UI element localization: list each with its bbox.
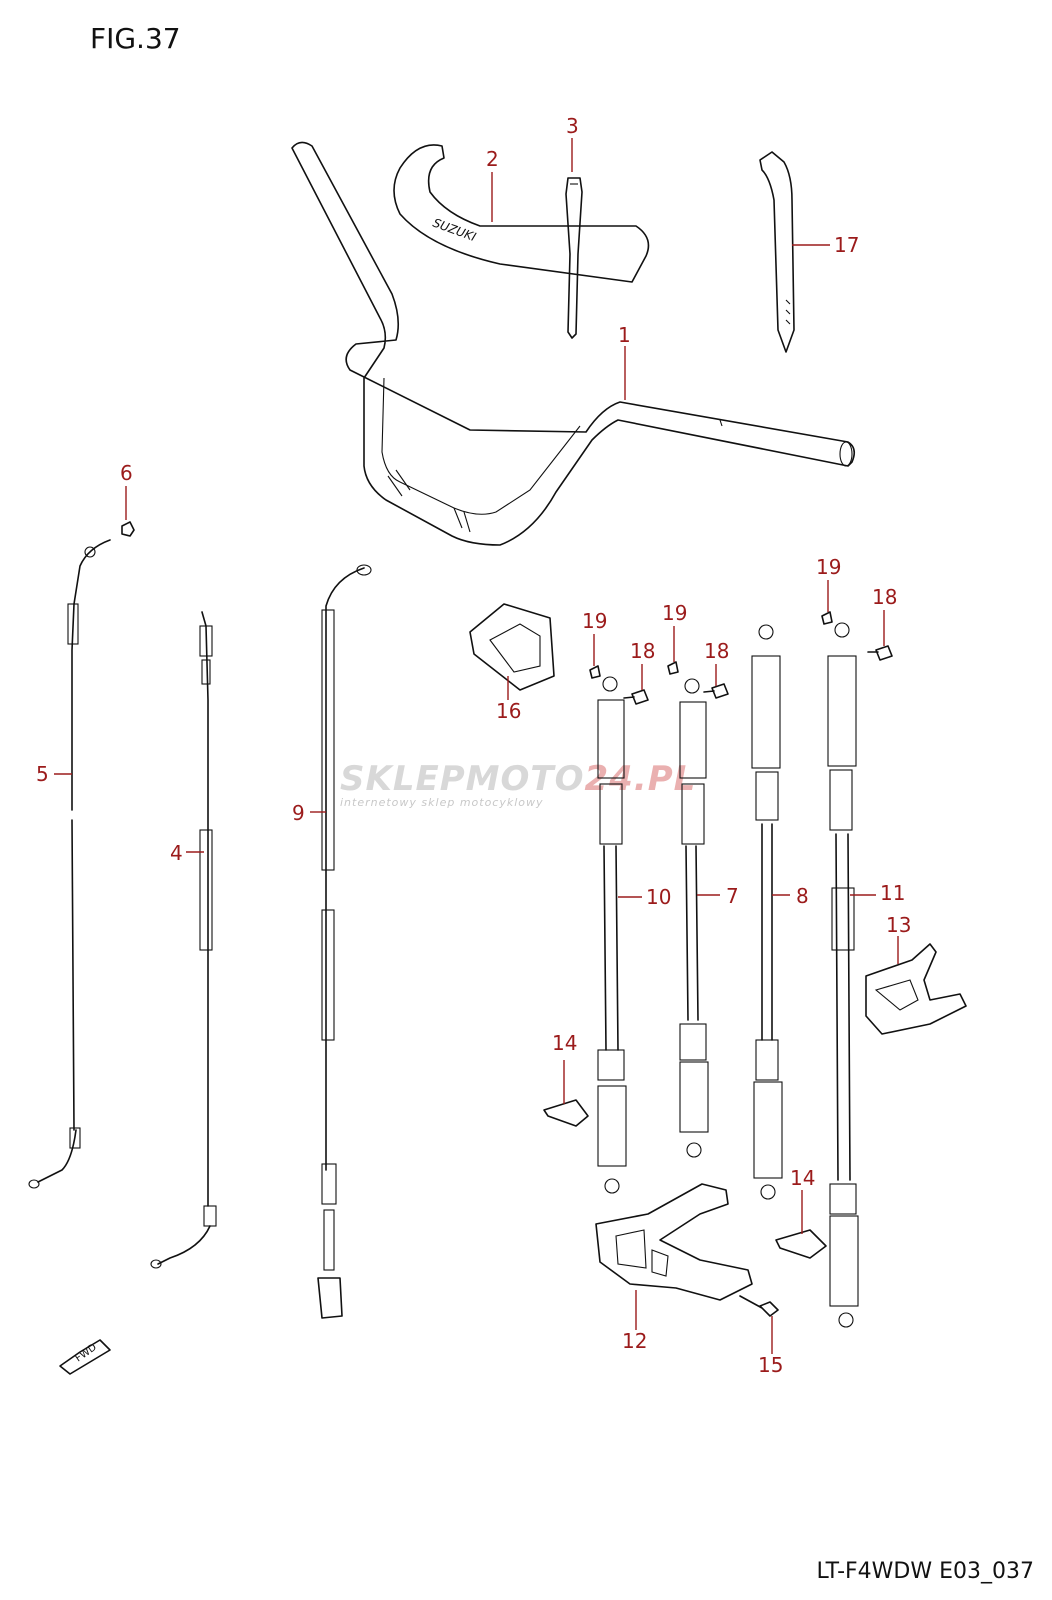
- callout-16: 16: [496, 699, 521, 723]
- strap-part-17: [759, 151, 795, 353]
- callout-labels: 1 2 3 4 5 6 7 8 9 10 11 12 13 14 14 15 1…: [36, 114, 911, 1377]
- leader-lines: [54, 138, 899, 1354]
- clip-part-19-b: [667, 661, 679, 675]
- clip-part-14-right: [775, 1229, 827, 1259]
- callout-19-c: 19: [816, 555, 841, 579]
- callout-3: 3: [566, 114, 579, 138]
- watermark: SKLEPMOTO24.PL internetowy sklep motocyk…: [340, 759, 696, 809]
- handlebar-pad-part-2: SUZUKI: [393, 144, 650, 283]
- svg-text:internetowy sklep motocyklowy: internetowy sklep motocyklowy: [340, 796, 544, 809]
- callout-13: 13: [886, 913, 911, 937]
- callout-2: 2: [486, 147, 499, 171]
- callout-6: 6: [120, 461, 133, 485]
- strap-part-3: [565, 177, 583, 339]
- callout-19-b: 19: [662, 601, 687, 625]
- callout-18-b: 18: [704, 639, 729, 663]
- callout-19-a: 19: [582, 609, 607, 633]
- handlebar-part-1: [291, 141, 856, 546]
- figure-title: FIG.37: [90, 22, 181, 55]
- callout-18-a: 18: [630, 639, 655, 663]
- cable-part-4: [150, 611, 217, 1269]
- clip-part-19-c: [821, 611, 833, 625]
- callout-8: 8: [796, 884, 809, 908]
- cable-part-10: [597, 676, 627, 1194]
- callout-9: 9: [292, 801, 305, 825]
- cable-part-11: [827, 622, 859, 1328]
- figure-code: LT-F4WDW E03_037: [816, 1559, 1034, 1584]
- callout-10: 10: [646, 885, 671, 909]
- callout-5: 5: [36, 762, 49, 786]
- bracket-part-12: [595, 1183, 753, 1301]
- cable-part-9: [317, 564, 372, 1319]
- bracket-part-13: [865, 943, 967, 1035]
- cable-part-5: [28, 539, 111, 1189]
- callout-17: 17: [834, 233, 859, 257]
- guard-part-16: [469, 603, 555, 691]
- callout-14-right: 14: [790, 1166, 815, 1190]
- bolt-part-18-a: [623, 689, 649, 705]
- bolt-part-15: [739, 1295, 779, 1317]
- callout-15: 15: [758, 1353, 783, 1377]
- callout-11: 11: [880, 881, 905, 905]
- cable-part-7: [679, 678, 709, 1158]
- callout-4: 4: [170, 841, 183, 865]
- suzuki-logo: SUZUKI: [431, 216, 478, 245]
- callout-12: 12: [622, 1329, 647, 1353]
- forward-arrow-icon: FWD: [59, 1339, 111, 1375]
- svg-text:FWD: FWD: [73, 1342, 99, 1365]
- clip-part-14-left: [543, 1099, 589, 1127]
- svg-text:SKLEPMOTO24.PL: SKLEPMOTO24.PL: [340, 759, 696, 799]
- callout-18-c: 18: [872, 585, 897, 609]
- callout-1: 1: [618, 323, 631, 347]
- cable-part-8: [751, 624, 783, 1200]
- bolt-part-18-c: [867, 645, 893, 661]
- clip-part-6: [121, 521, 135, 537]
- bolt-part-18-b: [703, 683, 729, 699]
- callout-7: 7: [726, 884, 739, 908]
- clip-part-19-a: [589, 665, 601, 679]
- callout-14-left: 14: [552, 1031, 577, 1055]
